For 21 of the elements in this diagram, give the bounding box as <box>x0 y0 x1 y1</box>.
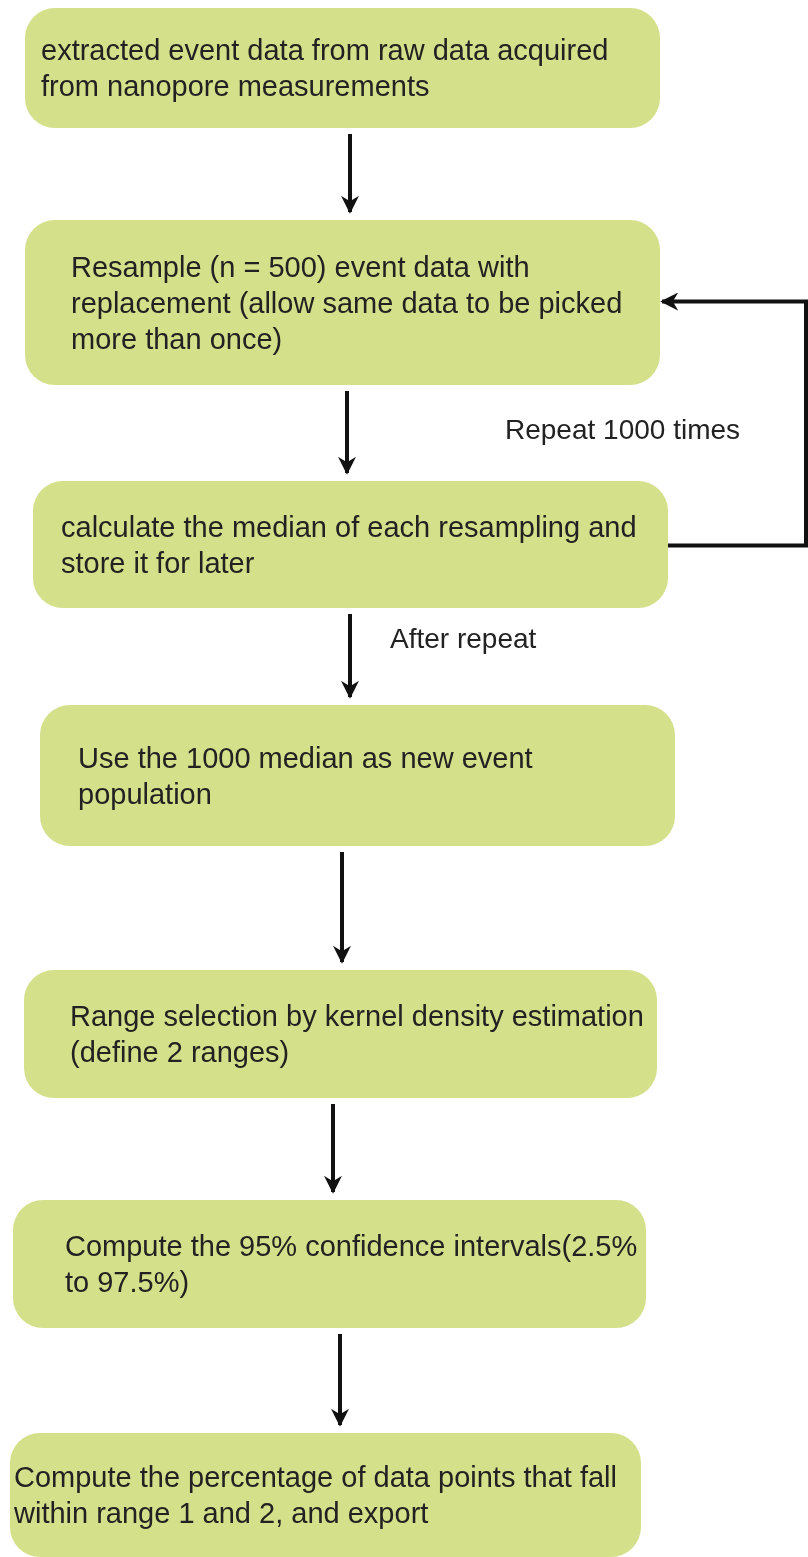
arrow <box>338 391 356 475</box>
box-text: calculate the median of each resampling and store it for later <box>61 509 638 581</box>
arrow <box>660 292 808 548</box>
process-box <box>10 1433 641 1557</box>
process-box <box>33 481 668 608</box>
process-box <box>25 220 660 385</box>
arrow <box>331 1334 349 1427</box>
process-box <box>13 1200 646 1328</box>
box-text: extracted event data from raw data acquired from nanopore measurements <box>41 33 610 104</box>
process-box <box>25 8 660 128</box>
arrow <box>324 1104 342 1194</box>
arrow <box>341 614 359 699</box>
process-box <box>24 970 657 1098</box>
box-text: Range selection by kernel density estimation (define 2 ranges) <box>70 999 645 1070</box>
box-text: Compute the percentage of data points that fall within range 1 and 2, and export <box>14 1460 618 1531</box>
box-text: Resample (n = 500) event data with replacement (allow same data to be picked more than once) <box>71 249 624 357</box>
arrow <box>333 852 351 964</box>
arrow <box>341 134 359 214</box>
box-text: Use the 1000 median as new event population <box>78 740 534 812</box>
process-box <box>40 705 675 846</box>
box-text: Compute the 95% confidence intervals(2.5% to 97.5%) <box>65 1229 639 1300</box>
